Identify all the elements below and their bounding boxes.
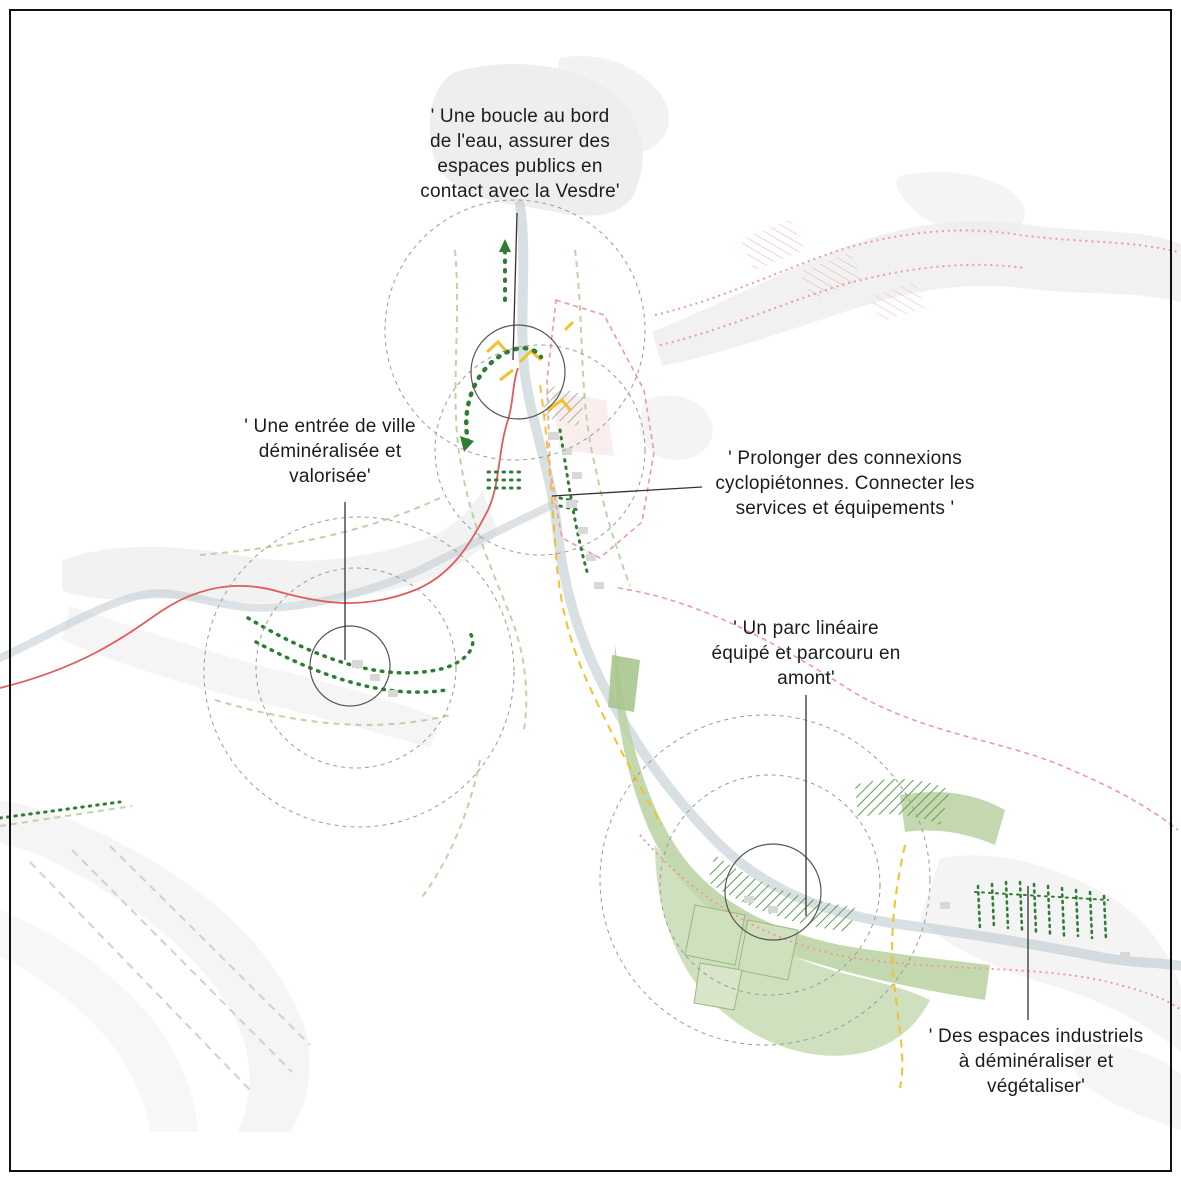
context-wash (0, 55, 1181, 1132)
tree-line-arrow-icon (460, 436, 474, 452)
annotation-industrial: ' Des espaces industriels à déminéralise… (928, 1026, 1144, 1097)
annotation-linear-park: ' Un parc linéaire équipé et parcouru en… (711, 618, 901, 689)
focus-circle-entrance (309, 625, 391, 707)
yellow-paths (485, 320, 906, 1089)
annotation-waterfront-loop: ' Une boucle au bord de l'eau, assurer d… (420, 106, 620, 202)
pink-zones (552, 220, 925, 456)
tree-comb-rows (974, 880, 1109, 942)
leader-connections (551, 486, 703, 497)
tree-line-arrow-up-icon (499, 239, 511, 252)
gray-dashed-hatch (29, 845, 311, 1091)
leader-lines (344, 212, 1029, 1020)
green-hatched-areas (542, 385, 950, 932)
pink-dashed-routes (546, 229, 1181, 1011)
annotation-city-entrance: ' Une entrée de ville déminéralisée et v… (244, 416, 416, 487)
focus-circle-park (724, 843, 822, 941)
red-route-line (0, 367, 519, 689)
focus-circle-loop (470, 324, 566, 420)
green-park-areas (608, 645, 1005, 1056)
focus-circles (203, 199, 931, 1046)
building-specks (352, 432, 1130, 959)
green-dashed-contours (0, 249, 631, 901)
annotation-connections: ' Prolonger des connexions cyclopiétonne… (715, 448, 975, 519)
leader-waterfront-loop (512, 212, 518, 361)
